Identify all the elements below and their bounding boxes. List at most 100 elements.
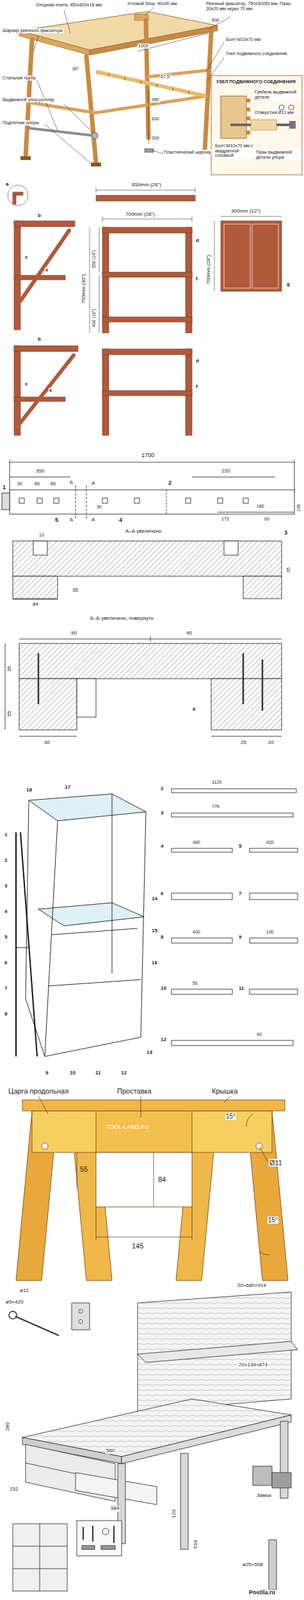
cabinet-workbench	[8, 1291, 298, 1591]
drawing-label: 90°	[71, 66, 80, 72]
callout-number: 7	[3, 985, 8, 992]
drawing-label: 280	[5, 1421, 11, 1432]
drawing-label: 90	[185, 630, 193, 637]
watermark: TOOL-LAND.RU	[105, 1123, 150, 1131]
drawing-label: Проставка	[116, 1086, 153, 1095]
drawing-label: 35	[7, 664, 13, 672]
callout-number: 4	[3, 908, 8, 915]
drawing-label: Болт М10х70 мм с квадратной головкой	[214, 143, 256, 159]
drawing-label: Подпятник опоры	[1, 120, 40, 126]
drawing-label: 220	[220, 468, 231, 475]
callout-number: 15	[151, 928, 159, 934]
callout-number: c	[24, 254, 29, 261]
trestle	[16, 1099, 288, 1280]
drawing-label: 1120	[211, 779, 223, 785]
callout-number: 14	[151, 896, 159, 902]
callout-number: f	[195, 276, 199, 283]
drawing-label: 776	[211, 803, 221, 809]
drawing-label: 60	[263, 516, 271, 522]
drawing-label: 700mm (28")	[124, 211, 156, 218]
callout-number: 11	[94, 1070, 102, 1076]
drawing-label: 85	[33, 481, 41, 487]
drawing-label: Postila.ru	[248, 1589, 276, 1596]
callout-number: 9	[238, 934, 242, 941]
section-drawing	[5, 636, 282, 736]
drawing-label: 67,5°	[160, 74, 172, 80]
drawing-label: 90	[256, 1031, 263, 1037]
drawing-label: Ø11	[268, 1158, 283, 1167]
drawing-label: 560	[105, 1447, 116, 1454]
drawing-label: 85	[49, 481, 57, 487]
drawing-label: ø5×420	[5, 1299, 24, 1305]
callout-number: 1	[3, 832, 8, 838]
drawing-label: 400	[192, 929, 201, 935]
callout-number: 9	[44, 1070, 49, 1076]
callout-number: b	[37, 336, 42, 343]
callout-number: 12	[120, 1070, 128, 1076]
callout-number: 18	[25, 787, 33, 793]
drawing-label: 130	[265, 929, 275, 935]
drawing-label: 750mm (30")	[81, 273, 88, 304]
drawing-label: 350 (14")	[91, 248, 97, 269]
drawing-label: 30	[96, 504, 103, 510]
drawing-label: 50	[192, 980, 199, 986]
drawing-label: Пластинчатый шарнир	[163, 149, 212, 155]
drawing-label: Пазы выдвижной детали упора	[255, 149, 302, 160]
drawing-label: 55	[7, 709, 13, 717]
drawing-label: 84	[157, 1175, 167, 1183]
drawing-label: 152	[8, 1486, 19, 1492]
callout-number: 6	[3, 960, 8, 966]
callout-number: 3	[3, 883, 8, 889]
drawing-label: 30	[43, 739, 51, 746]
callout-number: 2	[3, 857, 8, 864]
callout-number: 11	[238, 985, 245, 992]
drawing-label: 120	[171, 1508, 178, 1519]
drawing-label: Реечный фиксатор, 750х30х50 мм. Пазы 30х…	[205, 1, 302, 11]
drawing-label: 350	[35, 468, 45, 475]
drawing-label: 1700	[140, 452, 155, 459]
drawing-label: 1000	[137, 43, 150, 49]
trestle-dimensions	[38, 1095, 269, 1255]
drawing-label: 534	[193, 1539, 200, 1549]
bench-top-drawing	[1, 459, 295, 600]
drawing-label: Шарнир реечного фиксатора	[1, 28, 64, 34]
drawing-label: УЗЕЛ ПОДВИЖНОГО СОЕДИНЕНИЯ	[215, 79, 297, 85]
callout-number: 10	[160, 985, 168, 992]
drawing-label: Крышка	[211, 1086, 239, 1095]
callout-number: 6	[160, 890, 164, 897]
callout-number: e	[44, 267, 49, 274]
drawing-label: А–А увеличено	[124, 528, 162, 535]
drawing-label: 20×680×914	[236, 1282, 267, 1289]
callout-number: d	[195, 358, 200, 365]
drawing-label: Б	[69, 480, 74, 486]
drawing-label: 584	[110, 1505, 120, 1512]
drawing-label: 190	[296, 503, 302, 512]
drawing-label: 950	[151, 97, 160, 103]
drawing-label: 84	[32, 601, 40, 608]
drawing-label: Стальная труба	[1, 75, 37, 81]
callout-number: 5	[54, 517, 59, 524]
frame-parts	[7, 184, 282, 436]
drawing-label: 55	[79, 1164, 89, 1173]
drawing-label: Опорная плита, 450х600х18 мм	[35, 2, 103, 8]
drawing-label: 300	[151, 135, 160, 141]
drawing-label: 35	[286, 566, 292, 573]
drawing-label: Б–Б увеличено, повернуто	[89, 615, 155, 622]
drawing-label: Узел подвижного соединения	[225, 51, 288, 57]
callout-number: e	[48, 387, 53, 394]
drawing-label: 20×134×874	[238, 1361, 269, 1368]
drawing-label: 600	[151, 116, 160, 122]
drawing-label: 15°	[225, 1112, 237, 1120]
callout-number: 13	[145, 1049, 153, 1056]
drawing-label: 700mm (28")	[206, 254, 212, 285]
drawing-label: 420	[265, 839, 275, 845]
callout-number: 4	[160, 843, 164, 850]
drawing-label: 500	[211, 17, 221, 24]
drawing-label: 145	[131, 1241, 144, 1250]
callout-number: 2	[160, 785, 164, 792]
drawing-label: Болт М10х70 мм	[225, 37, 262, 43]
drawing-label: 400 (16")	[91, 307, 97, 328]
callout-number: 3	[283, 529, 288, 537]
callout-number: 12	[160, 1036, 168, 1043]
drawing-label: 160	[256, 503, 265, 509]
